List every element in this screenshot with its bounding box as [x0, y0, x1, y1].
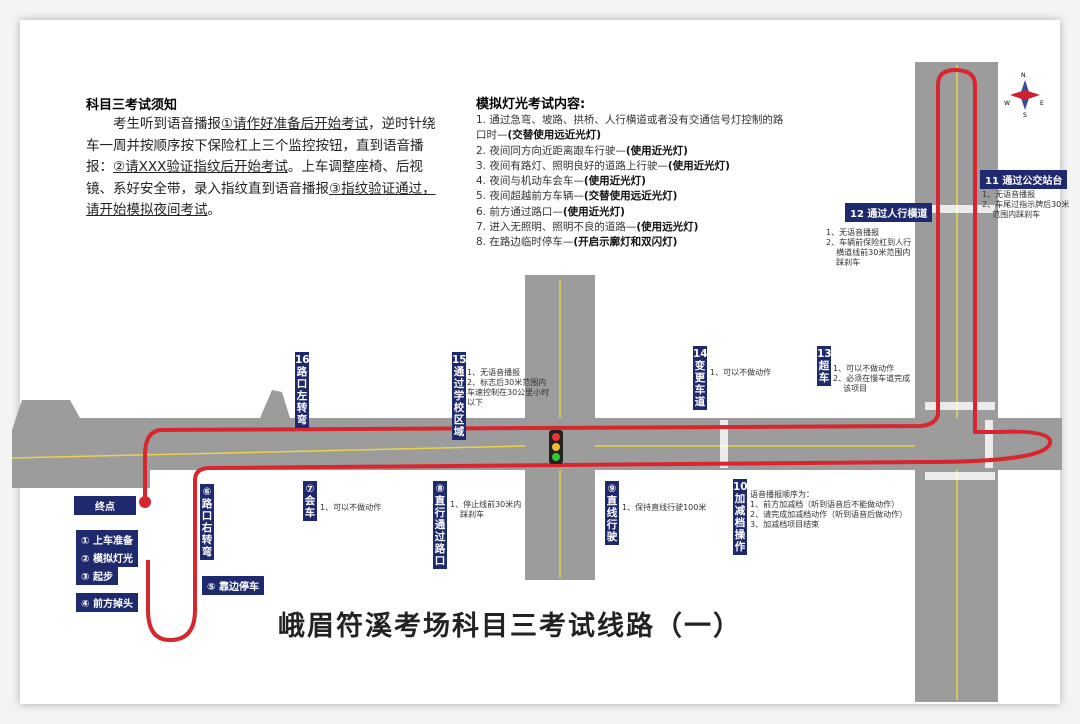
station-11-label: 11 通过公交站台 — [980, 170, 1068, 189]
end-point-marker — [139, 496, 151, 508]
station-15-note: 1、无语音播报 2、标志后30米范围内 车速控制在30公里小时 以下 — [467, 368, 550, 407]
light-item: 8. 在路边临时停车—(开启示廓灯和双闪灯) — [476, 236, 678, 249]
notice-title: 科目三考试须知 — [86, 98, 178, 113]
station-13-note: 1、可以不做动作 2、必须在慢车道完成 该项目 — [833, 364, 911, 393]
station-9-note: 1、保持直线行驶100米 — [622, 503, 707, 512]
station-11-note: 1、无语音播报 2、车尾过指示牌后30米 范围内踩刹车 — [982, 190, 1070, 219]
station-8-label: ⑧直行通过路口 — [433, 481, 447, 569]
station-16-label: 16路口左转弯 — [295, 352, 310, 428]
lane-markings — [11, 65, 958, 700]
station-7-note: 1、可以不做动作 — [320, 503, 382, 512]
light-item: 2. 夜间同方向近距离跟车行驶—(使用近光灯) — [476, 144, 688, 157]
compass-s: S — [1023, 112, 1027, 119]
notice-part: 。 — [207, 202, 222, 218]
station-8-note: 1、停止线前30米内 踩刹车 — [450, 500, 522, 519]
light-item: 4. 夜间与机动车会车—(使用近光灯) — [476, 175, 646, 188]
light-item: 3. 夜间有路灯、照明良好的道路上行驶—(使用近光灯) — [476, 159, 730, 172]
compass-e: E — [1040, 100, 1044, 107]
notice-part: ②请XXX验证指纹后开始考试 — [113, 159, 288, 175]
station-12-note: 1、无语音播报 2、车辆前保险杠到人行 横道线前30米范围内 踩刹车 — [826, 228, 912, 267]
station-14-label: 14变更车道 — [693, 346, 708, 410]
station-1-label: ① 上车准备 — [76, 530, 138, 549]
light-item: 1. 通过急弯、坡路、拱桥、人行横道或者没有交通信号灯控制的路口时—(交替使用远… — [476, 114, 784, 142]
station-13-label: 13超车 — [817, 346, 832, 386]
station-3-label: ③ 起步 — [76, 566, 118, 585]
notice-part: 考生听到语音播报 — [113, 116, 221, 132]
light-exam-title: 模拟灯光考试内容: — [476, 97, 586, 112]
station-5-label: ⑤ 靠边停车 — [202, 576, 264, 595]
route-line — [143, 67, 1053, 643]
light-item: 5. 夜间超越前方车辆—(交替使用远近光灯) — [476, 190, 678, 203]
station-10-label: 10加减档操作 — [733, 479, 748, 555]
light-item: 7. 进入无照明、照明不良的道路—(使用远光灯) — [476, 221, 699, 234]
compass-n: N — [1021, 72, 1026, 79]
page-title: 峨眉符溪考场科目三考试线路（一） — [278, 611, 742, 642]
end-label: 终点 — [74, 496, 136, 515]
station-9-label: ⑨直线行驶 — [605, 481, 619, 545]
traffic-light — [549, 430, 563, 464]
notice-part: ，逆时针绕车一周并按顺序按下保险杠上三个监控按钮，直到语音播报： — [86, 116, 436, 175]
light-exam-list: 1. 通过急弯、坡路、拱桥、人行横道或者没有交通信号灯控制的路口时—(交替使用远… — [476, 113, 786, 251]
station-14-note: 1、可以不做动作 — [710, 368, 772, 377]
notice-text: 考生听到语音播报①请作好准备后开始考试，逆时针绕车一周并按顺序按下保险杠上三个监… — [86, 114, 446, 222]
station-15-label: 15通过学校区域 — [452, 352, 467, 440]
station-12-label: 12 通过人行横道 — [845, 203, 933, 222]
compass-icon — [1010, 80, 1040, 110]
light-item: 6. 前方通过路口—(使用近光灯) — [476, 205, 625, 218]
station-2-label: ② 模拟灯光 — [76, 548, 138, 567]
notice-part: ①请作好准备后开始考试 — [221, 116, 369, 132]
station-10-note: 语音播报顺序为： 1、前方加减档（听到语音后不能做动作） 2、请完成加减档动作（… — [750, 490, 908, 529]
compass-w: W — [1004, 100, 1010, 107]
notice-part: 。上车调整座椅、后视镜、系好安全带，录入指纹直到语音播报 — [86, 159, 423, 197]
crosswalks — [720, 205, 995, 480]
station-4-label: ④ 前方掉头 — [76, 593, 138, 612]
station-7-label: ⑦会车 — [303, 481, 317, 521]
station-6-label: ⑥路口右转弯 — [200, 484, 214, 560]
roads — [12, 62, 1062, 702]
notice-part: ③指纹验证通过，请开始模拟夜间考试 — [86, 180, 436, 219]
